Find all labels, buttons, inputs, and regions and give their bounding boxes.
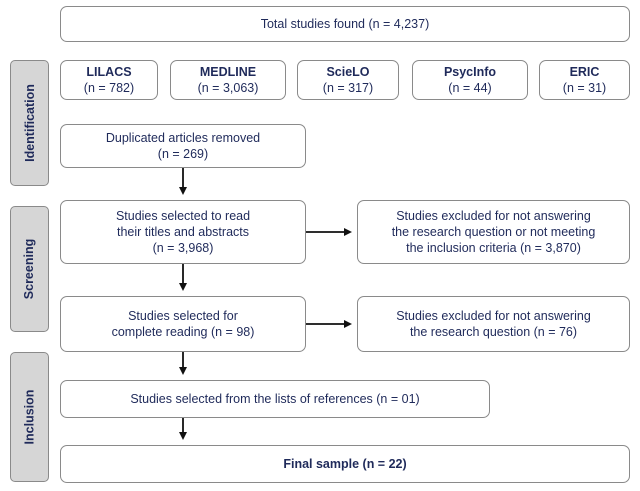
database-count: (n = 31) <box>562 81 607 95</box>
database-count: (n = 782) <box>83 81 135 95</box>
titles-abstracts-line-3: (n = 3,968) <box>152 241 214 255</box>
stage-identification: Identification <box>10 60 49 186</box>
duplicates-line-2: (n = 269) <box>157 147 209 161</box>
stage-screening-label: Screening <box>22 238 37 300</box>
excluded-titles-abstracts-box: Studies excluded for not answering the r… <box>357 200 630 264</box>
stage-screening: Screening <box>10 206 49 332</box>
stage-identification-label: Identification <box>22 84 37 162</box>
database-name: MEDLINE <box>199 65 257 79</box>
total-studies-box: Total studies found (n = 4,237) <box>60 6 630 42</box>
final-sample-text: Final sample (n = 22) <box>283 457 407 471</box>
database-box-lilacs: LILACS (n = 782) <box>60 60 158 100</box>
references-box: Studies selected from the lists of refer… <box>60 380 490 418</box>
stage-inclusion-label: Inclusion <box>22 389 37 445</box>
duplicates-line-1: Duplicated articles removed <box>105 131 261 145</box>
titles-abstracts-box: Studies selected to read their titles an… <box>60 200 306 264</box>
database-count: (n = 317) <box>322 81 374 95</box>
duplicates-removed-box: Duplicated articles removed (n = 269) <box>60 124 306 168</box>
database-name: ERIC <box>569 65 600 79</box>
database-name: LILACS <box>86 65 132 79</box>
excluded-1-line-2: the research question or not meeting <box>391 225 596 239</box>
database-name: ScieLO <box>326 65 370 79</box>
titles-abstracts-line-1: Studies selected to read <box>115 209 251 223</box>
database-box-eric: ERIC (n = 31) <box>539 60 630 100</box>
database-box-psycinfo: PsycInfo (n = 44) <box>412 60 528 100</box>
excluded-complete-reading-box: Studies excluded for not answering the r… <box>357 296 630 352</box>
database-name: PsycInfo <box>443 65 497 79</box>
titles-abstracts-line-2: their titles and abstracts <box>116 225 249 239</box>
database-count: (n = 3,063) <box>197 81 259 95</box>
final-sample-box: Final sample (n = 22) <box>60 445 630 483</box>
database-box-scielo: ScieLO (n = 317) <box>297 60 399 100</box>
database-box-medline: MEDLINE (n = 3,063) <box>170 60 286 100</box>
excluded-2-line-2: the research question (n = 76) <box>409 325 578 339</box>
excluded-2-line-1: Studies excluded for not answering <box>396 309 591 323</box>
excluded-1-line-3: the inclusion criteria (n = 3,870) <box>406 241 581 255</box>
total-studies-text: Total studies found (n = 4,237) <box>260 17 430 31</box>
complete-reading-line-2: complete reading (n = 98) <box>111 325 255 339</box>
stage-inclusion: Inclusion <box>10 352 49 482</box>
complete-reading-box: Studies selected for complete reading (n… <box>60 296 306 352</box>
excluded-1-line-1: Studies excluded for not answering <box>396 209 591 223</box>
database-count: (n = 44) <box>448 81 492 95</box>
references-text: Studies selected from the lists of refer… <box>130 392 420 406</box>
complete-reading-line-1: Studies selected for <box>128 309 238 323</box>
